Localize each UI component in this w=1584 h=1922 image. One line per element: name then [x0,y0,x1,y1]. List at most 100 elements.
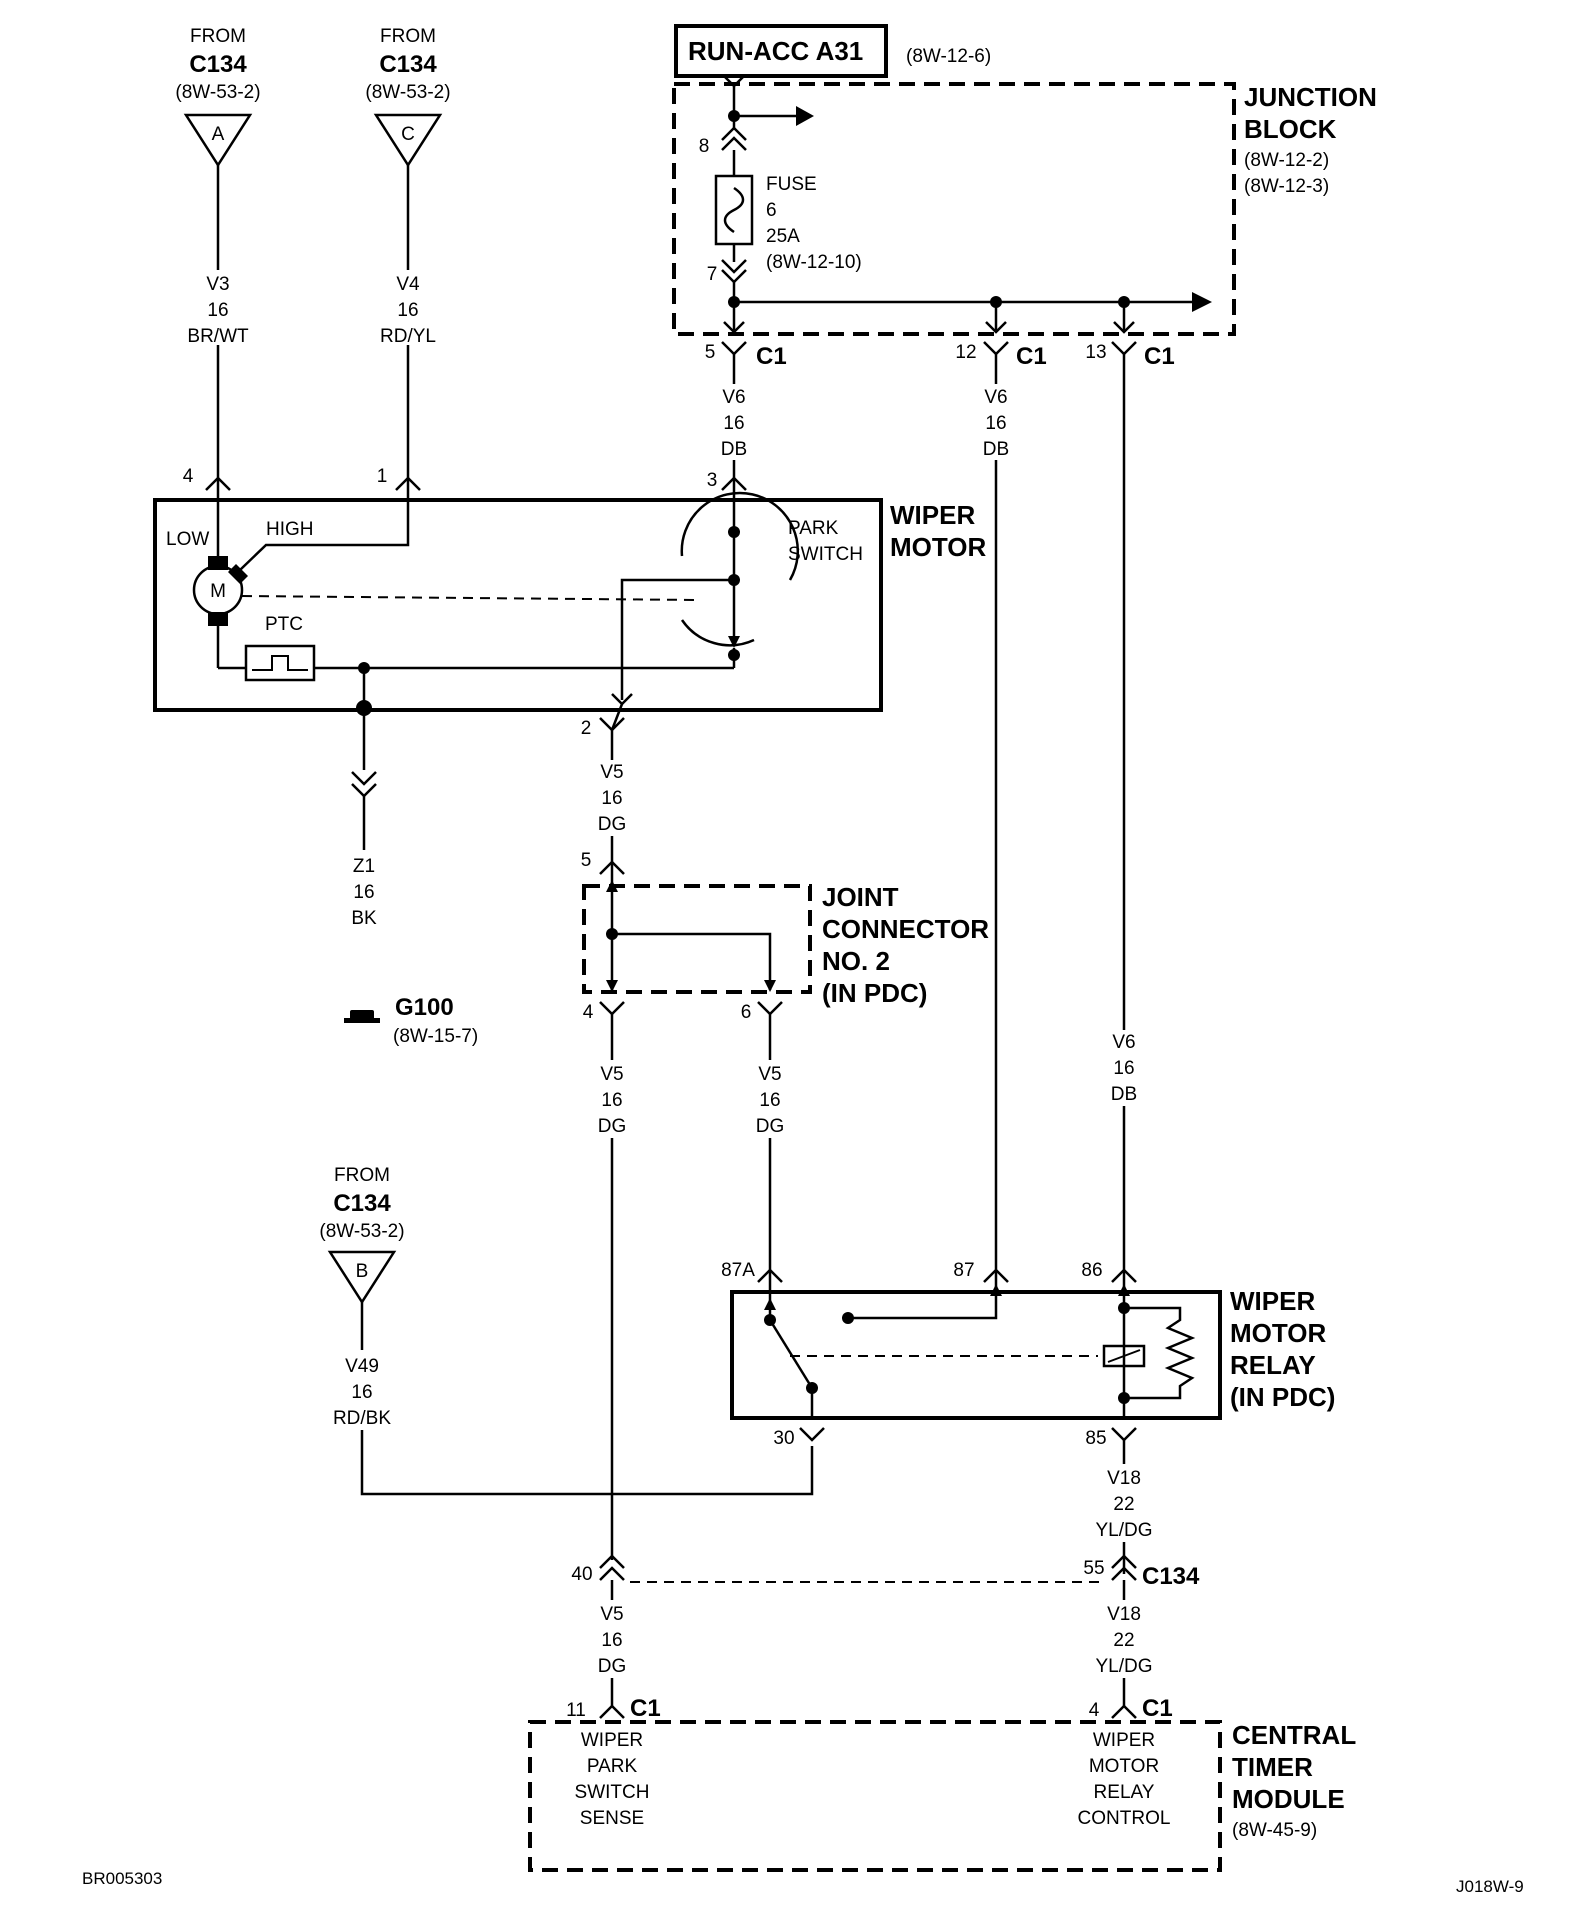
motor-pin-1: 1 [377,466,388,487]
power-title: RUN-ACC A31 [688,36,863,66]
relay-resistor-icon [1124,1306,1196,1400]
wire-label-v6-b: V6 16 DB [983,387,1009,460]
wire-gauge: 16 [601,788,622,809]
jb-pin-7: 7 [707,264,718,285]
wire-label-v18-a: V18 22 YL/DG [1095,1468,1152,1541]
from-label: FROM [334,1165,390,1186]
relay-title-1: WIPER [1230,1286,1315,1316]
fuse-ref: (8W-12-10) [766,252,862,273]
relay-title-3: RELAY [1230,1350,1316,1380]
ctm-outline [528,1720,1222,1872]
wire-color: DG [598,1116,627,1137]
junction-ref-2: (8W-12-3) [1244,176,1329,197]
wire-label-v5-c: V5 16 DG [756,1064,785,1137]
power-source: RUN-ACC A31 (8W-12-6) [674,24,991,78]
jb-pin-13: 13 [1085,342,1106,363]
ground-name: G100 [395,994,454,1021]
wire-circuit: V3 [206,274,229,295]
wire-gauge: 22 [1113,1630,1134,1651]
source-connector: C134 [333,1190,391,1217]
wiper-motor-title-2: MOTOR [890,532,987,562]
wire-gauge: 16 [723,413,744,434]
relay-pin-85: 85 [1085,1428,1106,1449]
ctm-title-3: MODULE [1232,1784,1345,1814]
source-ref: (8W-53-2) [319,1221,404,1242]
c134-label: C134 [1142,1563,1200,1590]
relay-title-2: MOTOR [1230,1318,1327,1348]
relay-outline [730,1290,1222,1420]
wire-circuit: V6 [984,387,1007,408]
ctm-ctrl-4: CONTROL [1078,1808,1171,1829]
motor-pin-4: 4 [183,466,194,487]
power-ref: (8W-12-6) [906,46,991,67]
wire-color: DB [1111,1084,1137,1105]
wire-circuit: V49 [345,1356,379,1377]
fuse-label: FUSE [766,174,817,195]
wiper-motor-outline [153,498,883,712]
source-pin: B [356,1261,369,1282]
low-label: LOW [166,529,209,550]
wire-gauge: 16 [353,882,374,903]
arrow-right-icon [796,106,814,126]
wire-color: RD/BK [333,1408,391,1429]
fuse-number: 6 [766,200,777,221]
wire-label-v3: V3 16 BR/WT [187,274,249,347]
ctm-sense-3: SWITCH [575,1782,650,1803]
ctm-c1: C1 [1142,1695,1173,1722]
wire-color: DG [756,1116,785,1137]
source-triangle-icon [373,113,443,168]
wire-color: DB [721,439,747,460]
wiper-motor-title-1: WIPER [890,500,975,530]
motor-pin-3: 3 [707,470,718,491]
relay-pin-87a: 87A [721,1260,755,1281]
jb-c1: C1 [756,343,787,370]
ctm-ctrl-1: WIPER [1093,1730,1155,1751]
arrow-right-icon [1192,292,1212,312]
wire-circuit: V6 [1112,1032,1135,1053]
junction-title-2: BLOCK [1244,114,1337,144]
wire-label-v5-a: V5 16 DG [598,762,627,835]
wire-color: BR/WT [187,326,249,347]
junction-block: JUNCTION BLOCK (8W-12-2) (8W-12-3) 8 FUS… [672,75,1377,336]
wire-circuit: V5 [600,762,623,783]
wire-gauge: 16 [1113,1058,1134,1079]
wiper-motor: WIPER MOTOR 4 1 3 LOW HIGH M PTC PARK SW… [153,466,987,716]
jc-title-4: (IN PDC) [822,978,927,1008]
wire-color: RD/YL [380,326,436,347]
from-label: FROM [190,26,246,47]
ctm-c1: C1 [630,1695,661,1722]
ctm-ref: (8W-45-9) [1232,1820,1317,1841]
wire-circuit: V6 [722,387,745,408]
relay-pin-87: 87 [953,1260,974,1281]
relay-coil-icon [1102,1344,1146,1368]
source-pin: C [401,124,415,145]
wire-label-v49: V49 16 RD/BK [333,1356,391,1429]
wire-label-v5-d: V5 16 DG [598,1604,627,1677]
wire-circuit: V5 [600,1064,623,1085]
wire-label-v18-b: V18 22 YL/DG [1095,1604,1152,1677]
source-connector: C134 [379,51,437,78]
joint-connector: 5 JOINT CONNECTOR NO. 2 (IN PDC) 4 6 [581,850,990,1023]
wire-gauge: 16 [601,1090,622,1111]
wire-label-v5-b: V5 16 DG [598,1064,627,1137]
wire-gauge: 16 [351,1382,372,1403]
source-pin: A [212,124,225,145]
jb-c1: C1 [1144,343,1175,370]
wire-color: BK [351,908,377,929]
source-triangle-icon [183,113,253,168]
joint-connector-outline [582,884,812,994]
ctm-sense-2: PARK [587,1756,638,1777]
jc-pin-5: 5 [581,850,592,871]
jc-title-2: CONNECTOR [822,914,989,944]
junction-block-outline [672,82,1236,336]
ctm-pin-11: 11 [566,1700,586,1721]
ctm-ctrl-3: RELAY [1094,1782,1155,1803]
c134-pin-40: 40 [571,1564,592,1585]
wire-gauge: 16 [759,1090,780,1111]
central-timer-module: 11 C1 4 C1 WIPER PARK SWITCH SENSE WIPER… [528,1695,1356,1872]
footer-left-code: BR005303 [82,1869,162,1888]
wire-color: YL/DG [1095,1520,1152,1541]
jb-c1: C1 [1016,343,1047,370]
wire-circuit: V5 [600,1604,623,1625]
footer-right-code: J018W-9 [1456,1877,1524,1896]
